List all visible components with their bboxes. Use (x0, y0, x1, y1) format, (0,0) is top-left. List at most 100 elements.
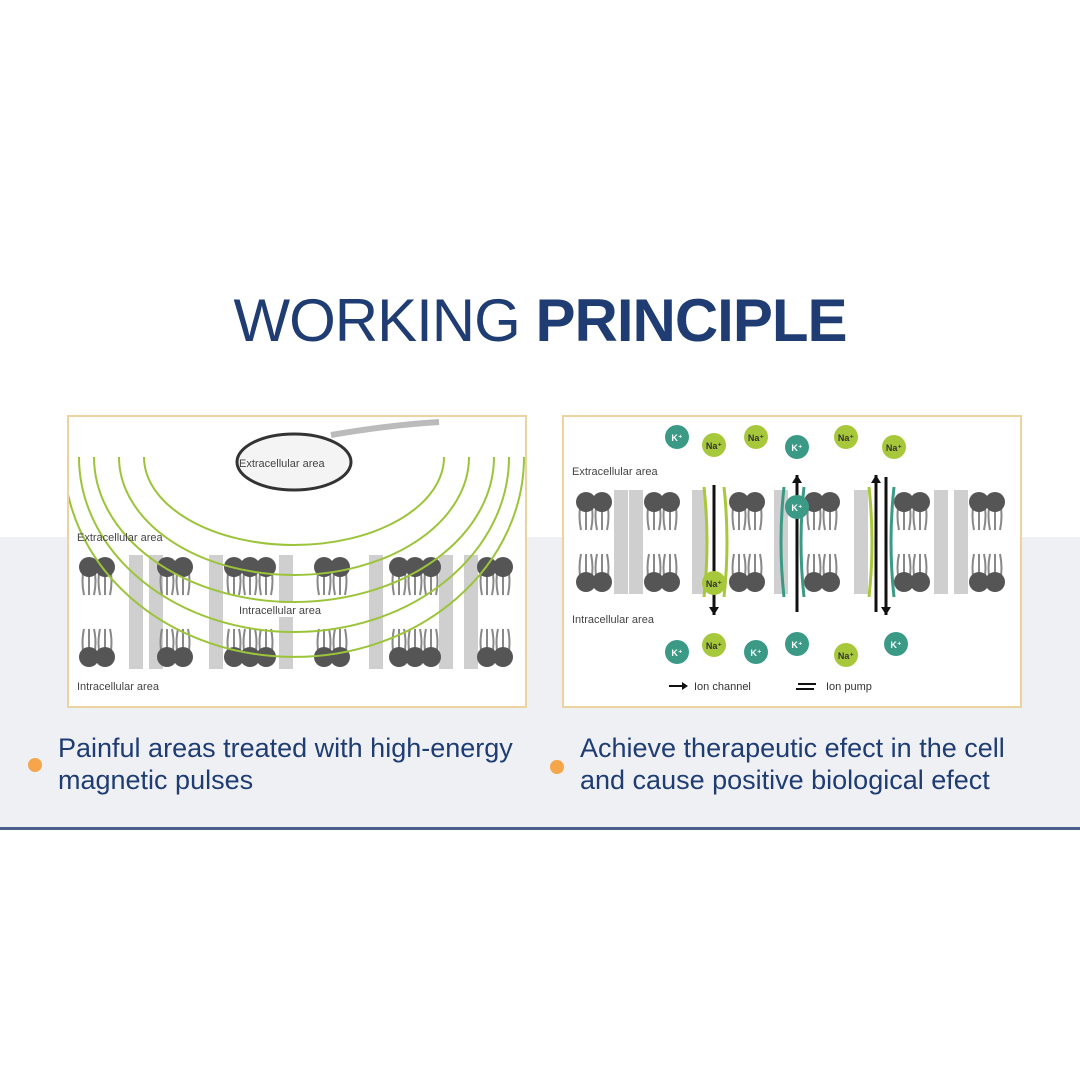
channel-wall (779, 486, 786, 598)
channel-wall (867, 486, 874, 598)
protein-pillar (209, 555, 223, 669)
svg-text:Na⁺: Na⁺ (748, 433, 765, 443)
svg-text:K⁺: K⁺ (890, 640, 901, 650)
magnetic-field-arc (143, 456, 445, 546)
potassium-ion: K⁺ (665, 425, 689, 449)
sodium-ion: Na⁺ (834, 643, 858, 667)
lipid-head (493, 647, 513, 667)
bullet-icon (28, 758, 42, 772)
lipid-head (644, 492, 664, 512)
coil-device-icon (235, 419, 440, 492)
device-area-label: Extracellular area (239, 458, 325, 470)
lipid-head (660, 492, 680, 512)
svg-text:K⁺: K⁺ (791, 443, 802, 453)
intracellular-label: Intracellular area (572, 614, 655, 626)
svg-text:Na⁺: Na⁺ (706, 579, 723, 589)
legend: Ion channel Ion pump (669, 681, 872, 693)
lipid-head (79, 647, 99, 667)
svg-text:K⁺: K⁺ (791, 640, 802, 650)
caption-line: magnetic pulses (58, 765, 254, 795)
lipid-head (910, 572, 930, 592)
lipid-head (820, 572, 840, 592)
ion-membrane-illustration: Extracellular area Intracellular area K⁺… (572, 425, 1005, 693)
title-bold: PRINCIPLE (535, 287, 847, 354)
lipid-head (477, 647, 497, 667)
potassium-ion: K⁺ (785, 435, 809, 459)
protein-pillar (439, 555, 453, 669)
potassium-ion: K⁺ (884, 632, 908, 656)
sodium-ion: Na⁺ (702, 433, 726, 457)
protein-pillar (129, 555, 143, 669)
extracellular-label: Extracellular area (77, 532, 163, 544)
lipid-head (576, 572, 596, 592)
svg-text:K⁺: K⁺ (750, 648, 761, 658)
protein-pillar (854, 490, 868, 594)
extracellular-label: Extracellular area (572, 466, 658, 478)
potassium-ion: K⁺ (785, 495, 809, 519)
lipid-head (969, 492, 989, 512)
lipid-head (985, 572, 1005, 592)
lipid-head (576, 492, 596, 512)
lipid-head (157, 647, 177, 667)
protein-pillar (149, 555, 163, 669)
caption-line: Painful areas treated with high-energy (58, 733, 513, 763)
intracellular-mid-label: Intracellular area (239, 605, 322, 617)
svg-text:Na⁺: Na⁺ (838, 651, 855, 661)
svg-text:Na⁺: Na⁺ (706, 441, 723, 451)
protein-pillar (692, 490, 706, 594)
svg-text:Na⁺: Na⁺ (886, 443, 903, 453)
svg-text:Na⁺: Na⁺ (838, 433, 855, 443)
lipid-head (820, 492, 840, 512)
ion-exchange-diagram: Extracellular area Intracellular area K⁺… (562, 415, 1022, 708)
lipid-head (969, 572, 989, 592)
lipid-head (173, 647, 193, 667)
lipid-head (256, 647, 276, 667)
lipid-head (729, 572, 749, 592)
page-title: WORKING PRINCIPLE (0, 286, 1080, 355)
magnetic-field-arc (78, 456, 510, 633)
lipid-head (330, 647, 350, 667)
membrane-field-illustration: Extracellular area Extracellular area In… (69, 419, 525, 693)
sodium-ion: Na⁺ (834, 425, 858, 449)
lipid-head (421, 557, 441, 577)
lipid-head (894, 492, 914, 512)
lipid-head (95, 557, 115, 577)
lipid-head (330, 557, 350, 577)
potassium-ion: K⁺ (665, 640, 689, 664)
lipid-head (745, 572, 765, 592)
legend-ion-channel: Ion channel (694, 681, 751, 693)
svg-text:K⁺: K⁺ (671, 648, 682, 658)
lipid-head (314, 647, 334, 667)
lipid-head (592, 572, 612, 592)
lipid-head (389, 557, 409, 577)
lipid-head (745, 492, 765, 512)
lipid-head (910, 492, 930, 512)
caption-left: Painful areas treated with high-energy m… (58, 732, 513, 796)
title-light: WORKING (233, 287, 520, 354)
potassium-ion: K⁺ (744, 640, 768, 664)
lipid-head (79, 557, 99, 577)
lipid-head (493, 557, 513, 577)
svg-text:K⁺: K⁺ (791, 503, 802, 513)
lipid-head (729, 492, 749, 512)
lipid-head (405, 647, 425, 667)
sodium-ion: Na⁺ (882, 435, 906, 459)
lipid-head (660, 572, 680, 592)
protein-pillar (934, 490, 948, 594)
lipid-head (644, 572, 664, 592)
protein-pillar (464, 555, 478, 669)
lipid-head (95, 647, 115, 667)
legend-ion-pump: Ion pump (826, 681, 872, 693)
intracellular-label: Intracellular area (77, 681, 160, 693)
bullet-icon (550, 760, 564, 774)
potassium-ion: K⁺ (785, 632, 809, 656)
sodium-ion: Na⁺ (702, 571, 726, 595)
caption-line: and cause positive biological efect (580, 765, 990, 795)
lipid-head (985, 492, 1005, 512)
lipid-head (421, 647, 441, 667)
channel-wall (889, 486, 896, 598)
lipid-head (389, 647, 409, 667)
sodium-ion: Na⁺ (744, 425, 768, 449)
lipid-head (173, 557, 193, 577)
sodium-ion: Na⁺ (702, 633, 726, 657)
